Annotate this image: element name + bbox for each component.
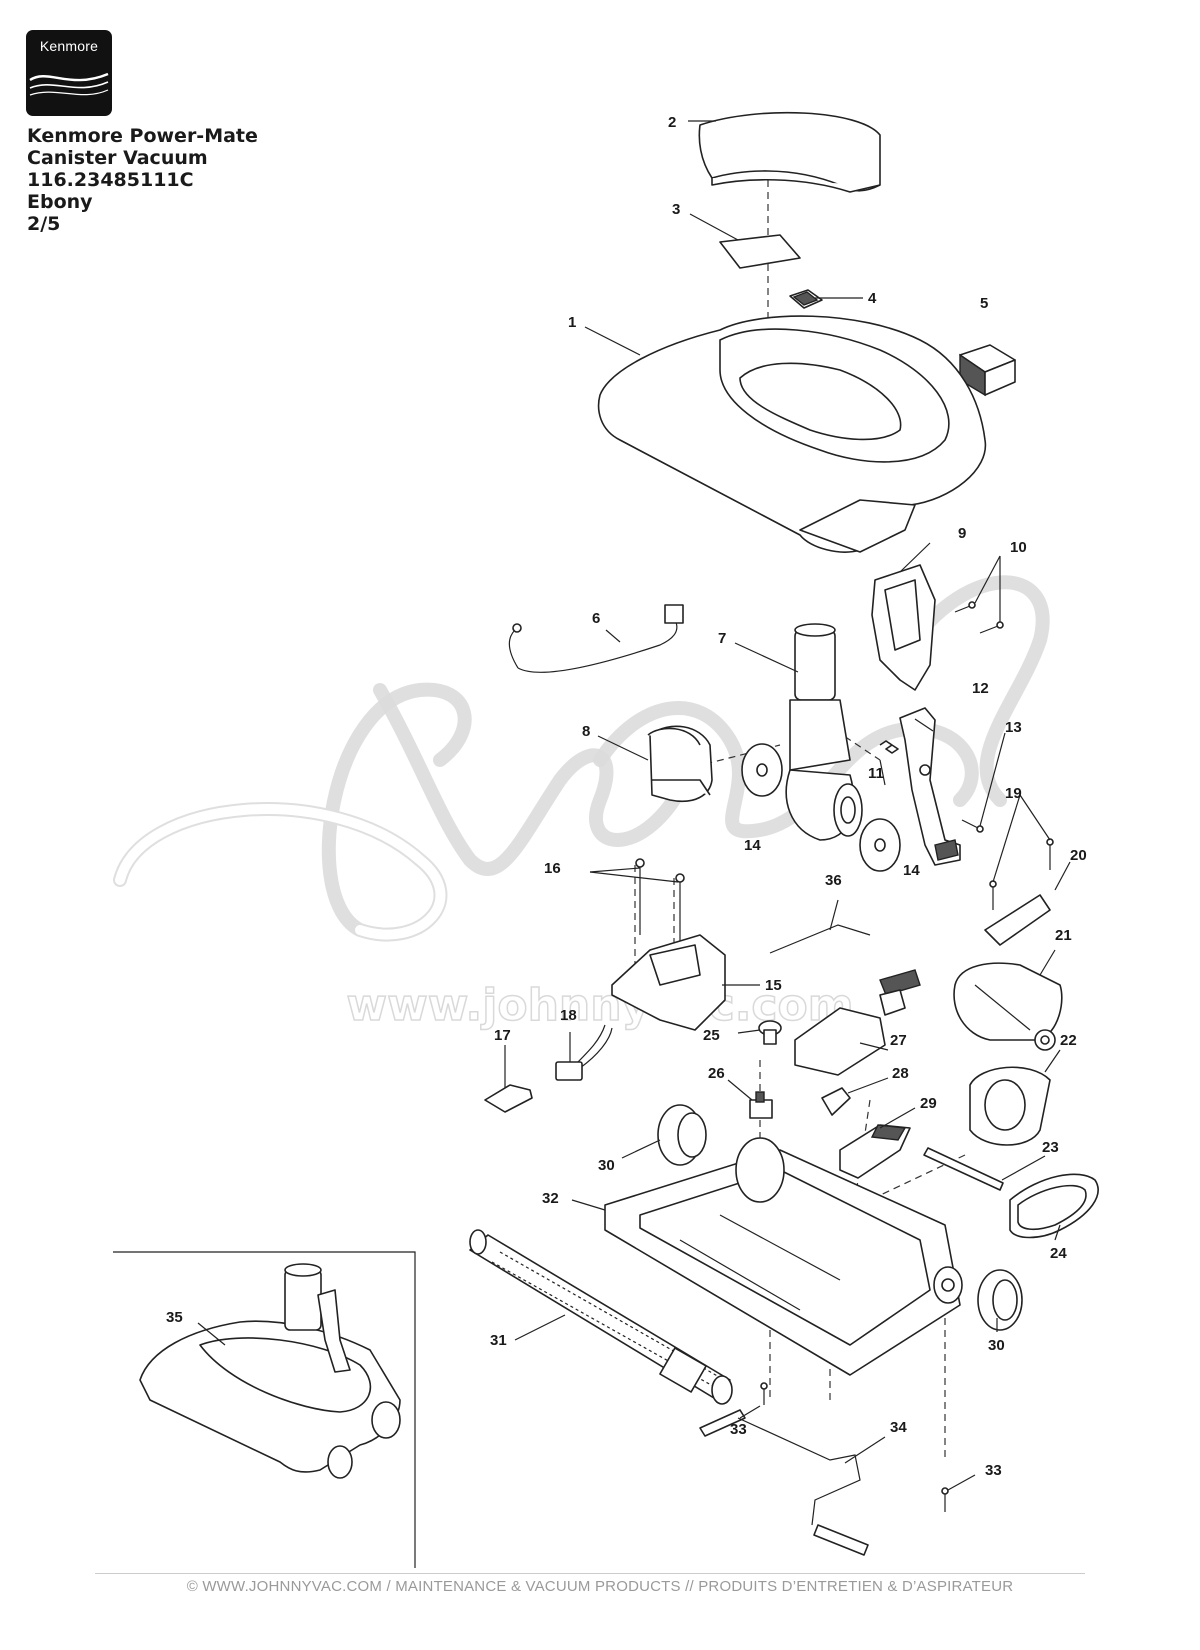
footer-divider [95, 1573, 1085, 1574]
callout-28: 28 [892, 1065, 909, 1082]
callout-1: 1 [568, 314, 576, 331]
callout-3: 3 [672, 201, 680, 218]
part-28-clip [821, 1087, 851, 1116]
part-25-knob [758, 1020, 782, 1045]
title-line-1: Kenmore Power-Mate [27, 125, 258, 147]
part-20-clip [984, 894, 1051, 946]
callout-2: 2 [668, 114, 676, 131]
callout-31: 31 [490, 1332, 507, 1349]
part-13-screw [961, 819, 984, 833]
callout-8: 8 [582, 723, 590, 740]
part-7-swivel-neck [785, 623, 863, 841]
callout-25: 25 [703, 1027, 720, 1044]
callout-labels: 2 3 4 1 5 6 7 8 9 10 11 12 13 14 14 16 1… [166, 114, 1087, 1479]
callout-35: 35 [166, 1309, 183, 1326]
callout-24: 24 [1050, 1245, 1067, 1262]
callout-33a: 33 [730, 1421, 747, 1438]
part-31-brushroll [469, 1229, 733, 1405]
title-line-2: Canister Vacuum [27, 147, 208, 169]
part-17-latch [484, 1084, 533, 1113]
callout-34: 34 [890, 1419, 907, 1436]
callout-4: 4 [868, 290, 877, 307]
part-23-rod [923, 1147, 1004, 1191]
callout-leader-lines [197, 120, 1071, 1491]
part-24-belt [1009, 1173, 1099, 1239]
part-21-motor [953, 962, 1063, 1051]
part-29-pedal [839, 1124, 911, 1179]
part-36-strip [769, 924, 871, 954]
callout-15: 15 [765, 977, 782, 994]
callout-29: 29 [920, 1095, 937, 1112]
part-33-screws [760, 1382, 949, 1512]
callout-11: 11 [868, 765, 884, 782]
callout-30b: 30 [988, 1337, 1005, 1354]
callout-14b: 14 [903, 862, 920, 879]
footer-text: © WWW.JOHNNYVAC.COM / MAINTENANCE & VACU… [186, 1578, 1014, 1595]
part-10-screws [954, 601, 1004, 634]
part-9-bracket [871, 564, 936, 691]
part-32-base-pan [604, 1137, 963, 1376]
callout-5: 5 [980, 295, 988, 312]
logo-wave-icon [29, 72, 109, 96]
logo-text: Kenmore [39, 38, 99, 54]
callout-36: 36 [825, 872, 842, 889]
callout-10: 10 [1010, 539, 1027, 556]
callout-33b: 33 [985, 1462, 1002, 1479]
part-16-bolts [635, 858, 685, 950]
title-line-3: 116.23485111C [27, 169, 194, 191]
watermark-script-logo [113, 575, 1050, 942]
callout-13: 13 [1005, 719, 1022, 736]
callout-21: 21 [1055, 927, 1072, 944]
callout-18: 18 [560, 1007, 577, 1024]
callout-27: 27 [890, 1032, 907, 1049]
callout-19: 19 [1005, 785, 1022, 802]
model-title-block: Kenmore Power-Mate Canister Vacuum 116.2… [27, 125, 258, 235]
part-4-button [789, 289, 823, 309]
part-22-ring [969, 1066, 1051, 1146]
callout-16: 16 [544, 860, 561, 877]
part-12-pedal-lever [899, 707, 961, 866]
part-8-elbow [647, 725, 713, 802]
part-30-wheels [657, 1104, 1023, 1331]
part-3-label [719, 234, 801, 269]
callout-6: 6 [592, 610, 600, 627]
callout-7: 7 [718, 630, 726, 647]
part-1-nozzle-housing [597, 315, 987, 553]
part-2-hood-cover [698, 111, 881, 193]
part-15-mount [611, 934, 726, 1031]
part-27-switch-housing [794, 969, 921, 1076]
part-34-crank-handle [699, 1409, 869, 1556]
callout-30a: 30 [598, 1157, 615, 1174]
callout-14a: 14 [744, 837, 761, 854]
title-line-5: 2/5 [27, 213, 61, 235]
callout-32: 32 [542, 1190, 559, 1207]
kenmore-logo: Kenmore [26, 30, 112, 116]
callout-23: 23 [1042, 1139, 1059, 1156]
callout-26: 26 [708, 1065, 725, 1082]
title-line-4: Ebony [27, 191, 93, 213]
callout-12: 12 [972, 680, 989, 697]
part-5-block [959, 344, 1016, 397]
inset-assembled-view [113, 1251, 416, 1568]
part-26-switch [749, 1091, 773, 1119]
callout-9: 9 [958, 525, 966, 542]
callout-22: 22 [1060, 1032, 1077, 1049]
part-6-cable [508, 604, 684, 673]
callout-17: 17 [494, 1027, 511, 1044]
callout-20: 20 [1070, 847, 1087, 864]
part-18-connector [555, 1024, 613, 1081]
part-14-washers [741, 743, 901, 872]
part-11-spring [879, 740, 899, 754]
